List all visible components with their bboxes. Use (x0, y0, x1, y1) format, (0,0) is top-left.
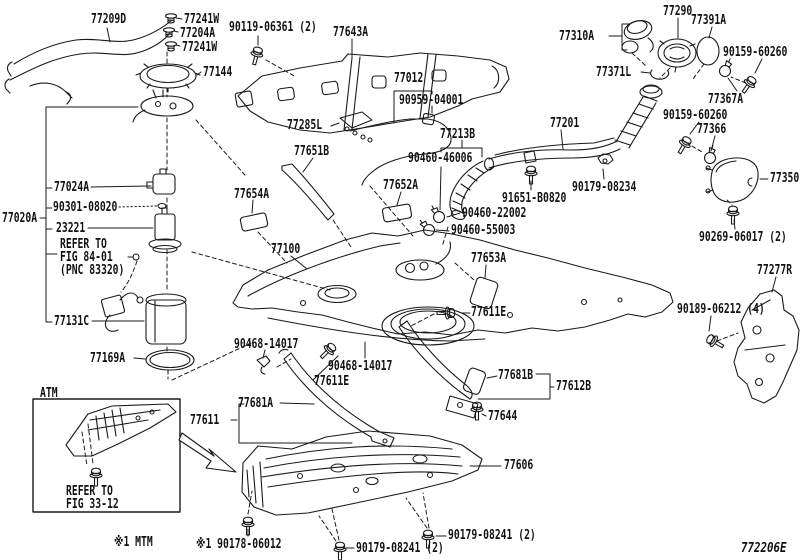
part-label: FIG 33-12 (66, 496, 119, 512)
part-label: 90269-06017 (2) (699, 229, 787, 245)
part-label: 90301-08020 (53, 199, 118, 215)
part-label: 90460-46006 (408, 150, 473, 166)
part-label: ※1 MTM (114, 534, 153, 550)
part-label: 77611 (190, 412, 220, 428)
part-label: 77241W (184, 11, 220, 27)
part-label: 772206E (741, 540, 787, 556)
part-label: 90189-06212 (4) (677, 301, 765, 317)
part-label: 77024A (54, 179, 90, 195)
part-label: 77169A (90, 350, 126, 366)
part-label: 77012 (394, 70, 424, 86)
part-label: 90179-08234 (572, 179, 637, 195)
part-label: 77612B (556, 378, 592, 394)
part-label: 90468-14017 (234, 336, 299, 352)
part-label: (PNC 83320) (60, 262, 125, 278)
part-label: 77310A (559, 28, 595, 44)
part-label: 77606 (504, 457, 534, 473)
part-label: FIG 84-01 (60, 249, 113, 265)
pump-module-art (40, 64, 330, 380)
part-label: 90959-04001 (399, 92, 464, 108)
part-label: 90159-60260 (663, 107, 728, 123)
part-label: REFER TO (60, 236, 107, 252)
part-label: 90159-60260 (723, 44, 788, 60)
part-label: 77290 (663, 3, 693, 19)
part-label: REFER TO (66, 483, 113, 499)
part-label: ※1 90178-06012 (196, 536, 282, 552)
part-label: 90119-06361 (2) (229, 19, 317, 35)
fuel-tubes-art (5, 13, 182, 104)
part-label: 90468-14017 (328, 358, 393, 374)
part-label: 77209D (91, 11, 127, 27)
part-label: 77653A (471, 250, 507, 266)
part-label: 77654A (234, 186, 270, 202)
part-label: 77643A (333, 24, 369, 40)
part-label: 77131C (54, 313, 90, 329)
part-label: 77366 (697, 121, 727, 137)
support-bracket-art (704, 277, 799, 403)
part-label: 77144 (203, 64, 233, 80)
part-label: 77277R (757, 262, 793, 278)
part-label: 77367A (708, 91, 744, 107)
part-label: 77201 (550, 115, 580, 131)
fuel-tank-art (233, 158, 673, 345)
part-label: 77652A (383, 177, 419, 193)
part-label: 91651-B0820 (502, 190, 567, 206)
part-label: 77644 (488, 408, 518, 424)
part-label: 77204A (180, 25, 216, 41)
part-label: 90179-08241 (2) (448, 527, 536, 543)
part-label: 77371L (596, 64, 632, 80)
part-label: 77213B (440, 126, 476, 142)
part-label: 77681A (238, 395, 274, 411)
part-label: 77651B (294, 143, 330, 159)
part-label: 90179-08241 (2) (356, 540, 444, 556)
shield-art (235, 36, 509, 236)
part-label: 77611E (471, 304, 507, 320)
part-label: 77285L (287, 117, 323, 133)
skid-plate-art (241, 431, 501, 560)
part-label: 77611E (314, 373, 350, 389)
part-label: 90460-22002 (462, 205, 527, 221)
atm-inset-art (33, 399, 236, 512)
part-label: 90460-55003 (451, 222, 516, 238)
tank-straps-art (231, 306, 554, 447)
part-label: 77391A (691, 12, 727, 28)
part-label: 77241W (182, 39, 218, 55)
filler-hose-art (415, 140, 494, 247)
part-label: 23221 (56, 220, 86, 236)
part-label: ATM (40, 385, 58, 401)
filler-pipe-art (485, 18, 769, 229)
part-label: 77020A (2, 210, 38, 226)
part-label: 77350 (770, 170, 800, 186)
part-label: 77100 (271, 241, 301, 257)
part-label: 77681B (498, 367, 534, 383)
